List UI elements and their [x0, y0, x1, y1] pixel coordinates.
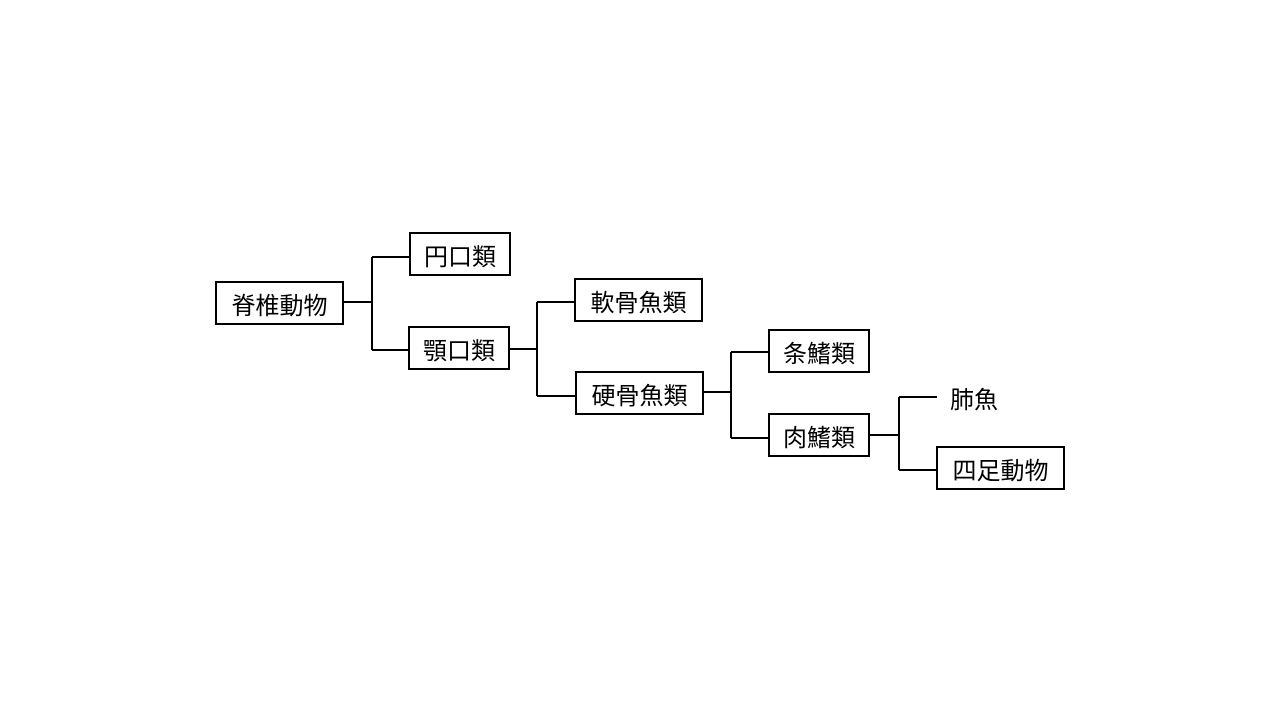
node-cyclostomes-label: 円口類 — [424, 242, 496, 271]
node-lungfish-label: 肺魚 — [950, 385, 998, 414]
node-gnathostomes: 顎口類 — [408, 326, 510, 370]
node-cartilaginous-fish-label: 軟骨魚類 — [590, 288, 687, 317]
node-cartilaginous-fish: 軟骨魚類 — [574, 278, 703, 322]
node-vertebrates: 脊椎動物 — [215, 281, 344, 325]
node-vertebrates-label: 脊椎動物 — [231, 291, 328, 320]
node-gnathostomes-label: 顎口類 — [423, 336, 495, 365]
node-cyclostomes: 円口類 — [409, 232, 511, 276]
node-tetrapods-label: 四足動物 — [952, 456, 1049, 485]
node-bony-fish-label: 硬骨魚類 — [591, 381, 688, 410]
node-lobe-finned: 肉鰭類 — [768, 413, 870, 457]
node-lobe-finned-label: 肉鰭類 — [783, 423, 855, 452]
node-lungfish: 肺魚 — [937, 376, 1011, 418]
node-tetrapods: 四足動物 — [936, 446, 1065, 490]
node-bony-fish: 硬骨魚類 — [575, 371, 704, 415]
node-ray-finned: 条鰭類 — [768, 329, 870, 373]
node-ray-finned-label: 条鰭類 — [783, 339, 855, 368]
